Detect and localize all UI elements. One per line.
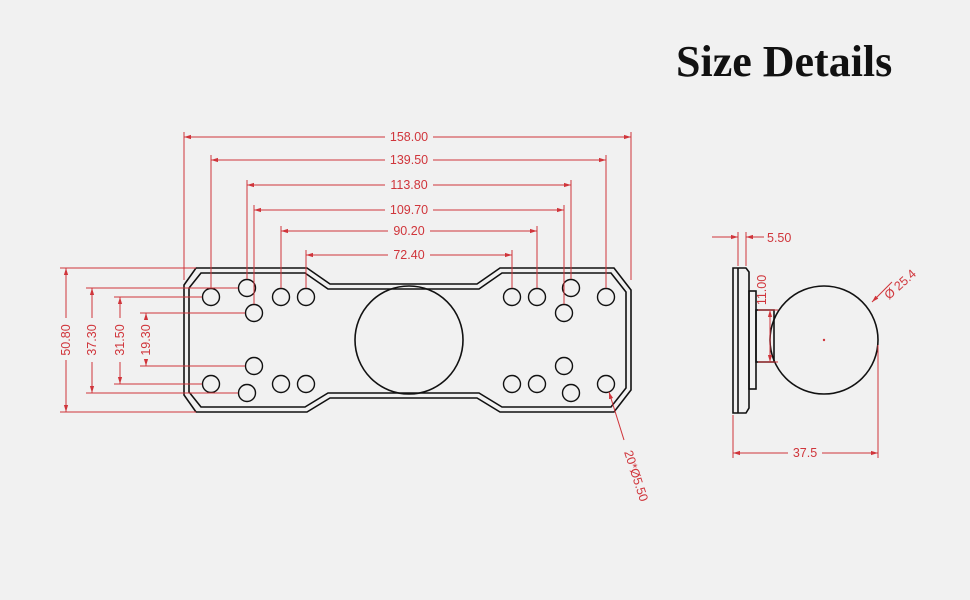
- holes-callout: 20*Ø5.50: [608, 391, 651, 504]
- horizontal-dimensions: 158.00 139.50 113.80 109.70 90.20: [183, 130, 632, 304]
- hole: [554, 356, 574, 376]
- dim-72: 72.40: [393, 248, 424, 262]
- hole: [201, 287, 221, 307]
- dim-holes: 20*Ø5.50: [621, 449, 651, 504]
- dim-375: 37.5: [793, 446, 817, 460]
- dim-1100: 11.00: [755, 275, 769, 305]
- dim-109: 109.70: [390, 203, 428, 217]
- dim-113: 113.80: [390, 178, 427, 192]
- center-hole: [354, 285, 464, 395]
- dim-90: 90.20: [393, 224, 424, 238]
- hole: [561, 383, 581, 403]
- hole: [554, 303, 574, 323]
- dim-139: 139.50: [390, 153, 428, 167]
- dim-50: 50.80: [59, 324, 73, 355]
- hole: [502, 287, 522, 307]
- hole: [201, 374, 221, 394]
- hole: [271, 374, 291, 394]
- dim-158: 158.00: [390, 130, 428, 144]
- hole: [296, 374, 316, 394]
- mounting-holes: [201, 278, 616, 403]
- hole: [237, 278, 257, 298]
- dim-550: 5.50: [767, 231, 791, 245]
- mount-plate: [183, 267, 632, 413]
- hole: [237, 383, 257, 403]
- hole: [561, 278, 581, 298]
- dim-ball: Ø 25.4: [882, 267, 919, 303]
- hole: [502, 374, 522, 394]
- dim-37: 37.30: [85, 324, 99, 355]
- hole: [296, 287, 316, 307]
- vertical-dimensions: 50.80 37.30 31.50 19.30: [59, 267, 245, 413]
- hole: [271, 287, 291, 307]
- dim-31: 31.50: [113, 324, 127, 355]
- hole: [596, 374, 616, 394]
- hole: [244, 303, 264, 323]
- hole: [527, 374, 547, 394]
- hole: [596, 287, 616, 307]
- ball-mount-side-view: 5.50 11.00 Ø 25.4 37.5: [712, 231, 919, 460]
- page-title: Size Details: [676, 37, 893, 86]
- hole: [527, 287, 547, 307]
- hole: [244, 356, 264, 376]
- dim-19: 19.30: [139, 324, 153, 355]
